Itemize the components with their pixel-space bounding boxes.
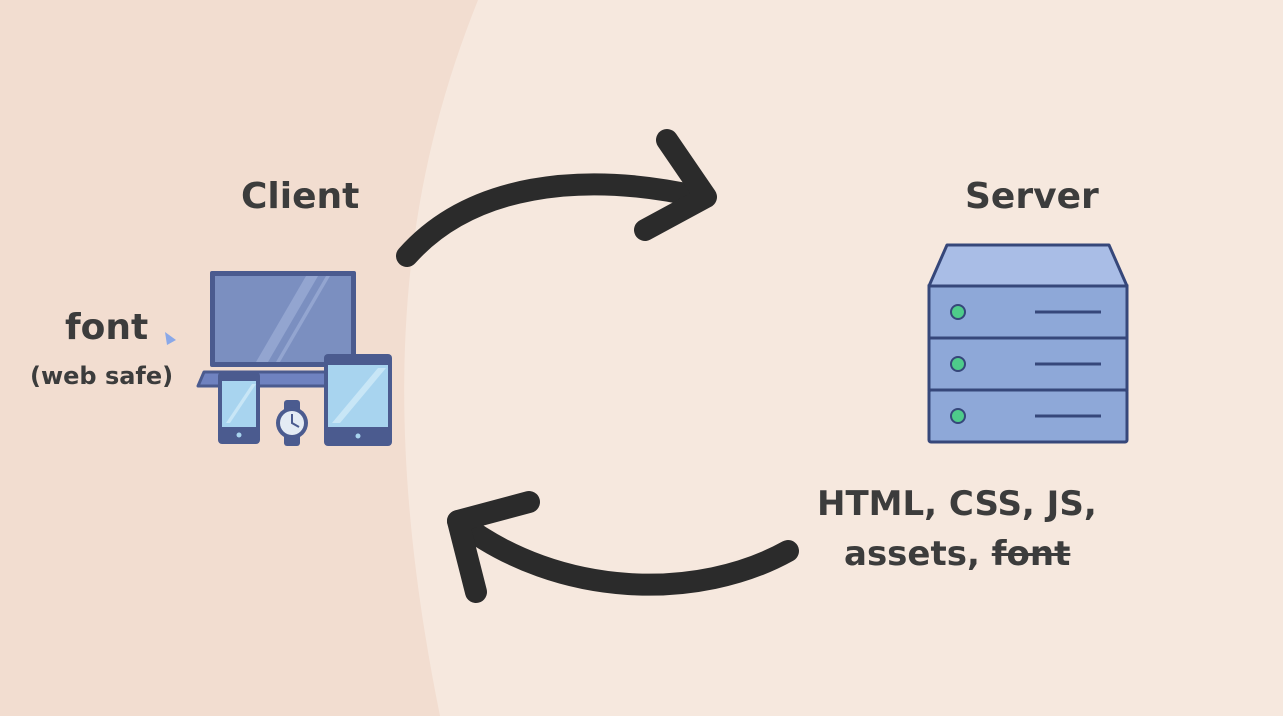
client-label: Client [241, 176, 360, 217]
server-response-assets: assets, [844, 534, 992, 574]
server-icon [927, 243, 1129, 444]
request-arrow [396, 129, 717, 267]
client-font-note: (web safe) [30, 362, 174, 390]
server-response-line1: HTML, CSS, JS, [817, 484, 1097, 524]
response-arrow [447, 491, 799, 603]
client-font-label: font [65, 307, 149, 348]
struck-font-label: font [991, 534, 1071, 574]
server-response-line2: assets, font [817, 529, 1097, 579]
server-response-text: HTML, CSS, JS, assets, font [817, 479, 1097, 579]
server-label: Server [965, 176, 1099, 217]
cursor-icon [165, 332, 176, 345]
devices-icon [196, 271, 392, 446]
